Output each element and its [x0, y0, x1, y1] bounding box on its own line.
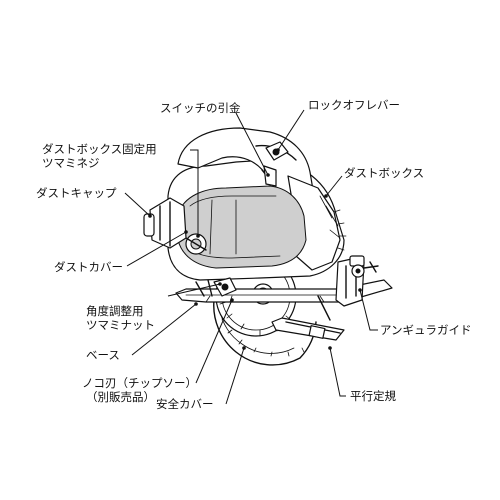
- leader-safety-dot: [242, 346, 246, 350]
- leader-dustbox-dot: [324, 194, 328, 198]
- leader-base: [131, 303, 197, 356]
- label-dust-box: ダストボックス: [344, 166, 425, 180]
- label-safety-cover: 安全カバー: [156, 397, 214, 411]
- parallel-guide-part: [271, 295, 345, 341]
- leader-blade-dot: [230, 298, 234, 302]
- label-parallel-guide: 平行定規: [350, 389, 396, 403]
- leader-angleguide: [359, 289, 378, 331]
- dust-box-knob-part: [185, 233, 207, 255]
- leader-angleknob-dot: [218, 282, 222, 286]
- leader-switch: [235, 112, 269, 176]
- circular-saw-illustration: [143, 127, 393, 366]
- leader-parallel-dot: [328, 346, 332, 350]
- dust-cover-part: [177, 185, 307, 269]
- label-base: ベース: [86, 348, 120, 362]
- label-saw-blade-line2: （別販売品）: [86, 390, 155, 404]
- label-dust-box-knob-line2: ツマミネジ: [42, 156, 100, 170]
- leader-knob: [190, 149, 199, 236]
- label-angle-knob-line1: 角度調整用: [86, 304, 144, 318]
- leader-angleknob: [167, 283, 221, 297]
- leader-dustcap-dot: [148, 214, 152, 218]
- leader-parallel: [329, 347, 346, 397]
- label-saw-blade-line1: ノコ刃（チップソー）: [82, 376, 197, 390]
- leader-dustcap: [124, 192, 151, 217]
- leader-lock: [277, 109, 305, 151]
- label-angular-guide: アンギュラガイド: [380, 323, 472, 337]
- angular-guide: [335, 255, 379, 307]
- label-dust-cap: ダストキャップ: [36, 186, 117, 200]
- label-dust-box-knob-line1: ダストボックス固定用: [42, 142, 157, 156]
- leader-dustbox: [325, 175, 343, 197]
- leader-lines: [124, 109, 378, 405]
- leader-knob-dot: [196, 234, 200, 238]
- leader-blade: [195, 299, 233, 384]
- label-dust-cover: ダストカバー: [54, 260, 123, 274]
- label-switch-trigger: スイッチの引金: [160, 101, 241, 115]
- leader-base-dot: [194, 302, 198, 306]
- leader-dustcover: [126, 231, 187, 267]
- leader-lock-dot: [276, 148, 280, 152]
- leader-switch-dot: [266, 173, 270, 177]
- switch-trigger-part: [263, 165, 277, 187]
- leader-angleguide-dot: [358, 288, 362, 292]
- label-lock-off-lever: ロックオフレバー: [308, 98, 400, 112]
- leader-dustcover-dot: [184, 230, 188, 234]
- label-angle-knob-line2: ツマミナット: [86, 318, 155, 332]
- dust-cap-part: [143, 197, 187, 249]
- leader-safety: [225, 347, 245, 405]
